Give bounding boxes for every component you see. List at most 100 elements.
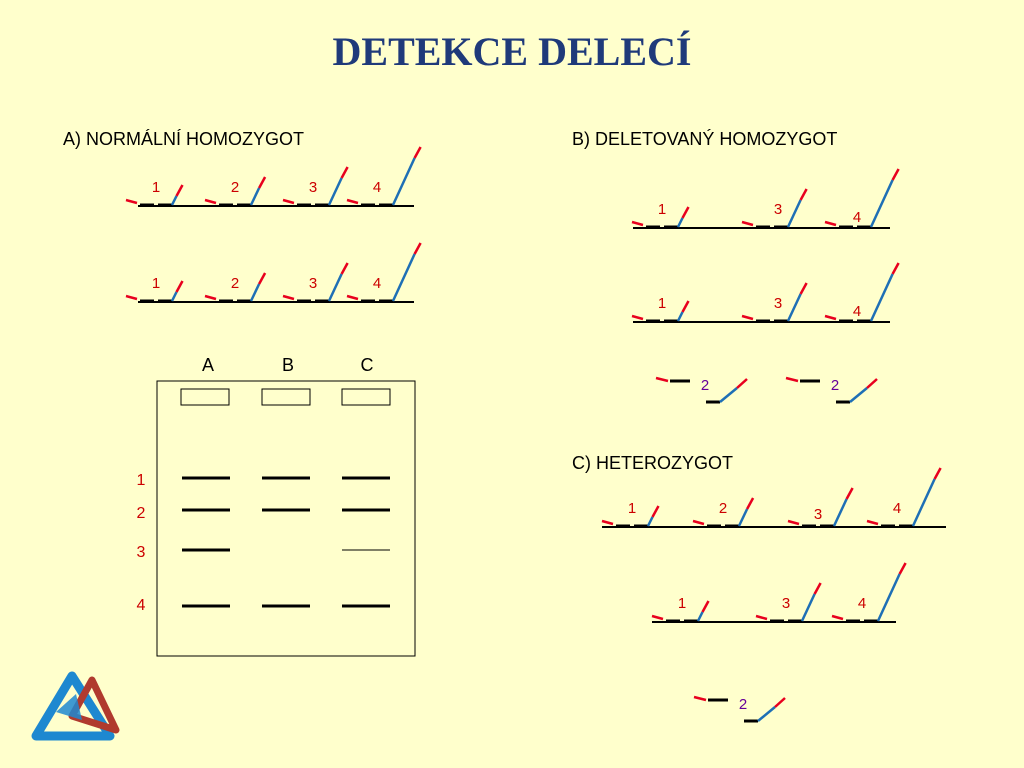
primer-right — [786, 199, 802, 228]
band-label: 1 — [137, 472, 146, 489]
primer-tip — [736, 378, 748, 389]
segment-label: 2 — [231, 179, 239, 196]
primer-left — [125, 198, 138, 205]
primer-right — [676, 311, 684, 322]
primer-tip — [891, 262, 900, 275]
primer-left — [125, 294, 138, 301]
primer-left — [831, 614, 844, 621]
segment-label: 1 — [152, 275, 160, 292]
primer-right — [676, 217, 684, 228]
primer-tip — [799, 282, 808, 295]
gel-frame — [156, 380, 416, 657]
primer-left — [631, 314, 644, 321]
primer-right — [786, 293, 802, 322]
primer-left — [282, 294, 295, 301]
primer-tip — [413, 146, 422, 159]
segment-label: 2 — [701, 377, 709, 394]
primer-left — [631, 220, 644, 227]
primer-left — [601, 519, 614, 526]
segment-label: 1 — [658, 295, 666, 312]
segment-label: 2 — [739, 696, 747, 713]
primer-tip — [701, 600, 710, 613]
gel: A B C 1 2 3 4 — [137, 355, 416, 657]
triangle-logo-icon — [31, 671, 120, 741]
primer-left — [741, 314, 754, 321]
primer-tip — [340, 166, 349, 179]
primer-left — [824, 314, 837, 321]
primer-tip — [746, 497, 755, 510]
segment-label: 3 — [774, 201, 782, 218]
primer-left — [741, 220, 754, 227]
primer-right — [911, 478, 936, 527]
segment-label: 2 — [231, 275, 239, 292]
page-title: DETEKCE DELECÍ — [332, 29, 692, 74]
primer-left — [346, 198, 359, 205]
gel-lane-label: A — [202, 355, 214, 375]
primer-left — [655, 376, 669, 383]
primer-left — [785, 376, 799, 383]
segment-label: 4 — [893, 500, 901, 517]
segment-label: 1 — [658, 201, 666, 218]
segment-label: 2 — [831, 377, 839, 394]
primer-tip — [866, 378, 878, 389]
primer-left — [866, 519, 879, 526]
segment-label: 1 — [152, 179, 160, 196]
segment-label: 3 — [309, 275, 317, 292]
segment-label: 3 — [782, 595, 790, 612]
primer-right — [869, 179, 894, 228]
primer-right — [869, 273, 894, 322]
section-a-label: A) NORMÁLNÍ HOMOZYGOT — [63, 129, 305, 149]
primer-right — [646, 516, 654, 527]
primer-tip — [175, 280, 184, 293]
primer-right — [719, 387, 738, 403]
gel-well — [261, 388, 311, 406]
dna-strands: 1 2 3 4 1 2 3 4 1 3 4 1 3 4 2 2 1 2 3 4 1 3 4 2 — [125, 146, 946, 723]
segment-label: 3 — [814, 506, 822, 523]
primer-tip — [175, 184, 184, 197]
segment-label: 1 — [678, 595, 686, 612]
primer-tip — [258, 272, 267, 285]
band-label: 3 — [137, 544, 146, 561]
segment-label: 4 — [373, 275, 381, 292]
primer-left — [651, 614, 664, 621]
segment-label: 2 — [719, 500, 727, 517]
primer-left — [204, 294, 217, 301]
primer-tip — [651, 505, 660, 518]
section-b-label: B) DELETOVANÝ HOMOZYGOT — [572, 129, 838, 149]
segment-label: 1 — [628, 500, 636, 517]
primer-left — [693, 695, 707, 702]
gel-lane-label: C — [361, 355, 374, 375]
section-c-label: C) HETEROZYGOT — [572, 453, 733, 473]
primer-left — [346, 294, 359, 301]
primer-right — [757, 706, 776, 722]
segment-label: 4 — [858, 595, 866, 612]
primer-left — [824, 220, 837, 227]
primer-right — [249, 283, 261, 302]
primer-right — [696, 611, 704, 622]
primer-right — [832, 498, 848, 527]
primer-tip — [799, 188, 808, 201]
primer-right — [391, 157, 416, 206]
segment-label: 3 — [774, 295, 782, 312]
gel-well — [341, 388, 391, 406]
gel-lane-label: B — [282, 355, 294, 375]
segment-label: 4 — [373, 179, 381, 196]
segment-label: 4 — [853, 303, 861, 320]
primer-right — [170, 195, 178, 206]
primer-tip — [933, 467, 942, 480]
band-label: 2 — [137, 505, 146, 522]
primer-tip — [898, 562, 907, 575]
primer-right — [800, 593, 816, 622]
primer-right — [327, 273, 343, 302]
band-label: 4 — [137, 597, 146, 614]
primer-tip — [340, 262, 349, 275]
primer-tip — [681, 206, 690, 219]
primer-tip — [681, 300, 690, 313]
primer-right — [849, 387, 868, 403]
primer-right — [170, 291, 178, 302]
primer-left — [204, 198, 217, 205]
segment-label: 3 — [309, 179, 317, 196]
primer-left — [282, 198, 295, 205]
primer-tip — [813, 582, 822, 595]
primer-right — [737, 508, 749, 527]
